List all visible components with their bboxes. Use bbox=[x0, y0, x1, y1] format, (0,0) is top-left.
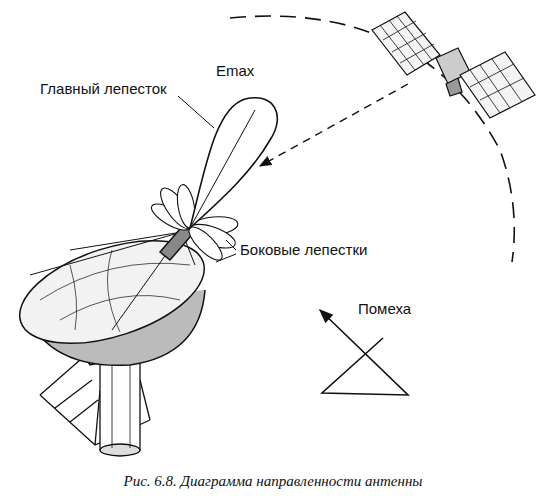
leader-line bbox=[178, 96, 214, 128]
interference-arrow bbox=[320, 310, 408, 395]
parabolic-dish bbox=[7, 220, 217, 365]
leader-line bbox=[226, 240, 236, 250]
orbit-arc bbox=[230, 16, 514, 262]
leader-line bbox=[216, 254, 236, 262]
lobe-axis bbox=[190, 110, 255, 228]
satellite bbox=[372, 12, 535, 118]
emax-label: Emax bbox=[216, 62, 254, 80]
main-lobe-label: Главный лепесток bbox=[40, 80, 167, 98]
side-lobes-label: Боковые лепестки bbox=[240, 241, 367, 259]
signal-path bbox=[260, 84, 408, 166]
interference-label: Помеха bbox=[358, 300, 411, 318]
main-lobe bbox=[190, 98, 277, 228]
figure-caption: Рис. 6.8. Диаграмма направленности антен… bbox=[124, 472, 423, 490]
